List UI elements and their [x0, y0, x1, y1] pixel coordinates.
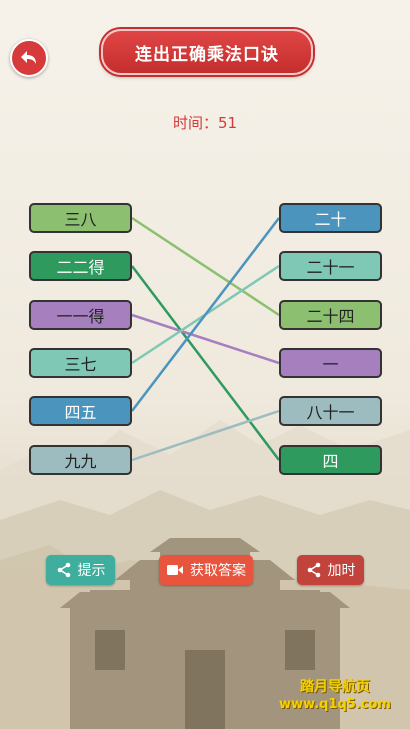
timer-label: 时间：51 — [172, 114, 238, 132]
left-item-label: 三八 — [64, 210, 97, 229]
watermark-site-name: 踏月导航页 — [300, 679, 370, 695]
right-item-label: 二十 — [314, 210, 347, 229]
right-item-label: 一 — [322, 355, 339, 374]
left-item-label: 四五 — [64, 403, 97, 422]
left-item-card[interactable]: 二二得 — [29, 251, 132, 281]
right-item-card[interactable]: 八十一 — [279, 396, 382, 426]
left-item-label: 九九 — [64, 452, 97, 471]
video-icon — [167, 565, 183, 575]
left-item-label: 二二得 — [56, 258, 105, 277]
left-item-label: 一一得 — [56, 307, 105, 326]
page-title: 连出正确乘法口诀 — [101, 29, 313, 75]
get-answer-button-label: 获取答案 — [190, 563, 246, 579]
right-item-label: 二十四 — [306, 307, 355, 326]
right-item-card[interactable]: 二十四 — [279, 300, 382, 330]
watermark-url: www.q1q5.com — [279, 697, 391, 712]
right-item-label: 二十一 — [306, 258, 355, 277]
left-item-card[interactable]: 三八 — [29, 203, 132, 233]
right-item-card[interactable]: 四 — [279, 445, 382, 475]
right-item-label: 四 — [322, 452, 339, 471]
right-item-label: 八十一 — [306, 403, 355, 422]
left-item-card[interactable]: 一一得 — [29, 300, 132, 330]
left-item-card[interactable]: 四五 — [29, 396, 132, 426]
add-time-button-label: 加时 — [327, 563, 356, 579]
add-time-button[interactable]: 加时 — [297, 555, 364, 585]
share-icon — [57, 562, 70, 578]
right-item-card[interactable]: 二十 — [279, 203, 382, 233]
back-arrow-icon — [21, 51, 36, 64]
right-item-card[interactable]: 一 — [279, 348, 382, 378]
back-button[interactable] — [10, 39, 48, 77]
hint-button[interactable]: 提示 — [46, 555, 115, 585]
left-item-label: 三七 — [64, 355, 97, 374]
left-item-card[interactable]: 九九 — [29, 445, 132, 475]
hint-button-label: 提示 — [77, 563, 106, 579]
left-item-card[interactable]: 三七 — [29, 348, 132, 378]
right-item-card[interactable]: 二十一 — [279, 251, 382, 281]
get-answer-button[interactable]: 获取答案 — [159, 555, 253, 585]
share-icon — [307, 562, 320, 578]
